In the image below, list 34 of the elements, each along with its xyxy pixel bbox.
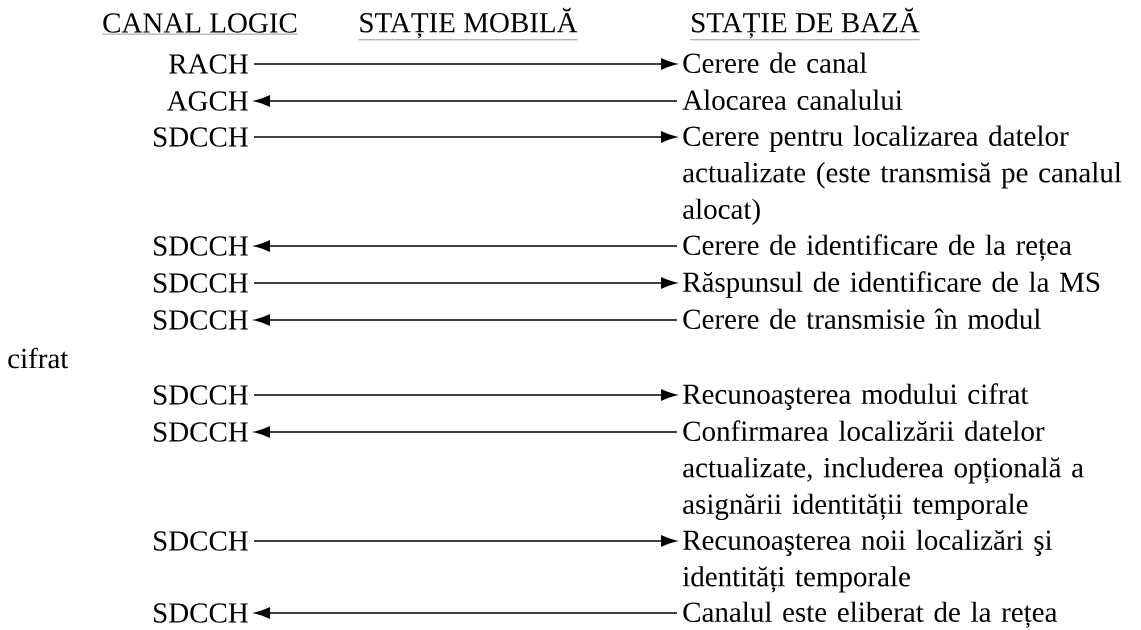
- arrow: [253, 131, 677, 143]
- column-heading: CANAL LOGIC: [101, 13, 299, 35]
- message-text: Răspunsul de identificare de la MS: [683, 271, 1100, 298]
- message-text: Cerere de identificare de la rețea: [683, 234, 1072, 261]
- message-text: Recunoaşterea noii localizări şi identități temporale: [682, 529, 1053, 593]
- arrow: [253, 535, 677, 547]
- arrow: [254, 607, 678, 619]
- message-text: Recunoaşterea modului cifrat: [683, 383, 1029, 410]
- arrow: [254, 426, 678, 438]
- channel-label: SDCCH: [154, 385, 248, 405]
- message-text: Confirmarea localizării datelor actualizate, includerea opțională a asignării identității temporale: [683, 420, 1084, 520]
- arrow: [254, 95, 678, 107]
- channel-label: RACH: [169, 54, 248, 74]
- message-text: Cerere pentru localizarea datelor actualizate (este transmisă pe canalul alocat): [683, 125, 1122, 225]
- channel-label: SDCCH: [154, 310, 248, 330]
- channel-label: AGCH: [166, 91, 248, 111]
- message-text: Alocarea canalului: [682, 89, 903, 111]
- message-text: cifrat: [8, 347, 69, 369]
- arrow: [254, 314, 678, 326]
- arrow: [253, 277, 677, 289]
- arrow: [253, 389, 677, 401]
- channel-label: SDCCH: [154, 127, 248, 147]
- channel-label: SDCCH: [154, 273, 248, 293]
- arrow: [254, 240, 678, 252]
- column-heading: STAȚIE MOBILĂ: [358, 7, 578, 40]
- channel-label: SDCCH: [154, 531, 248, 551]
- message-text: Canalul este eliberat de la rețea: [683, 601, 1058, 628]
- channel-label: SDCCH: [154, 603, 248, 623]
- channel-label: SDCCH: [154, 422, 248, 442]
- message-text: Cerere de transmisie în modul: [683, 308, 1041, 330]
- column-heading: STAȚIE DE BAZĂ: [689, 7, 921, 40]
- arrow: [253, 58, 677, 70]
- channel-label: SDCCH: [154, 236, 248, 256]
- message-text: Cerere de canal: [683, 52, 867, 74]
